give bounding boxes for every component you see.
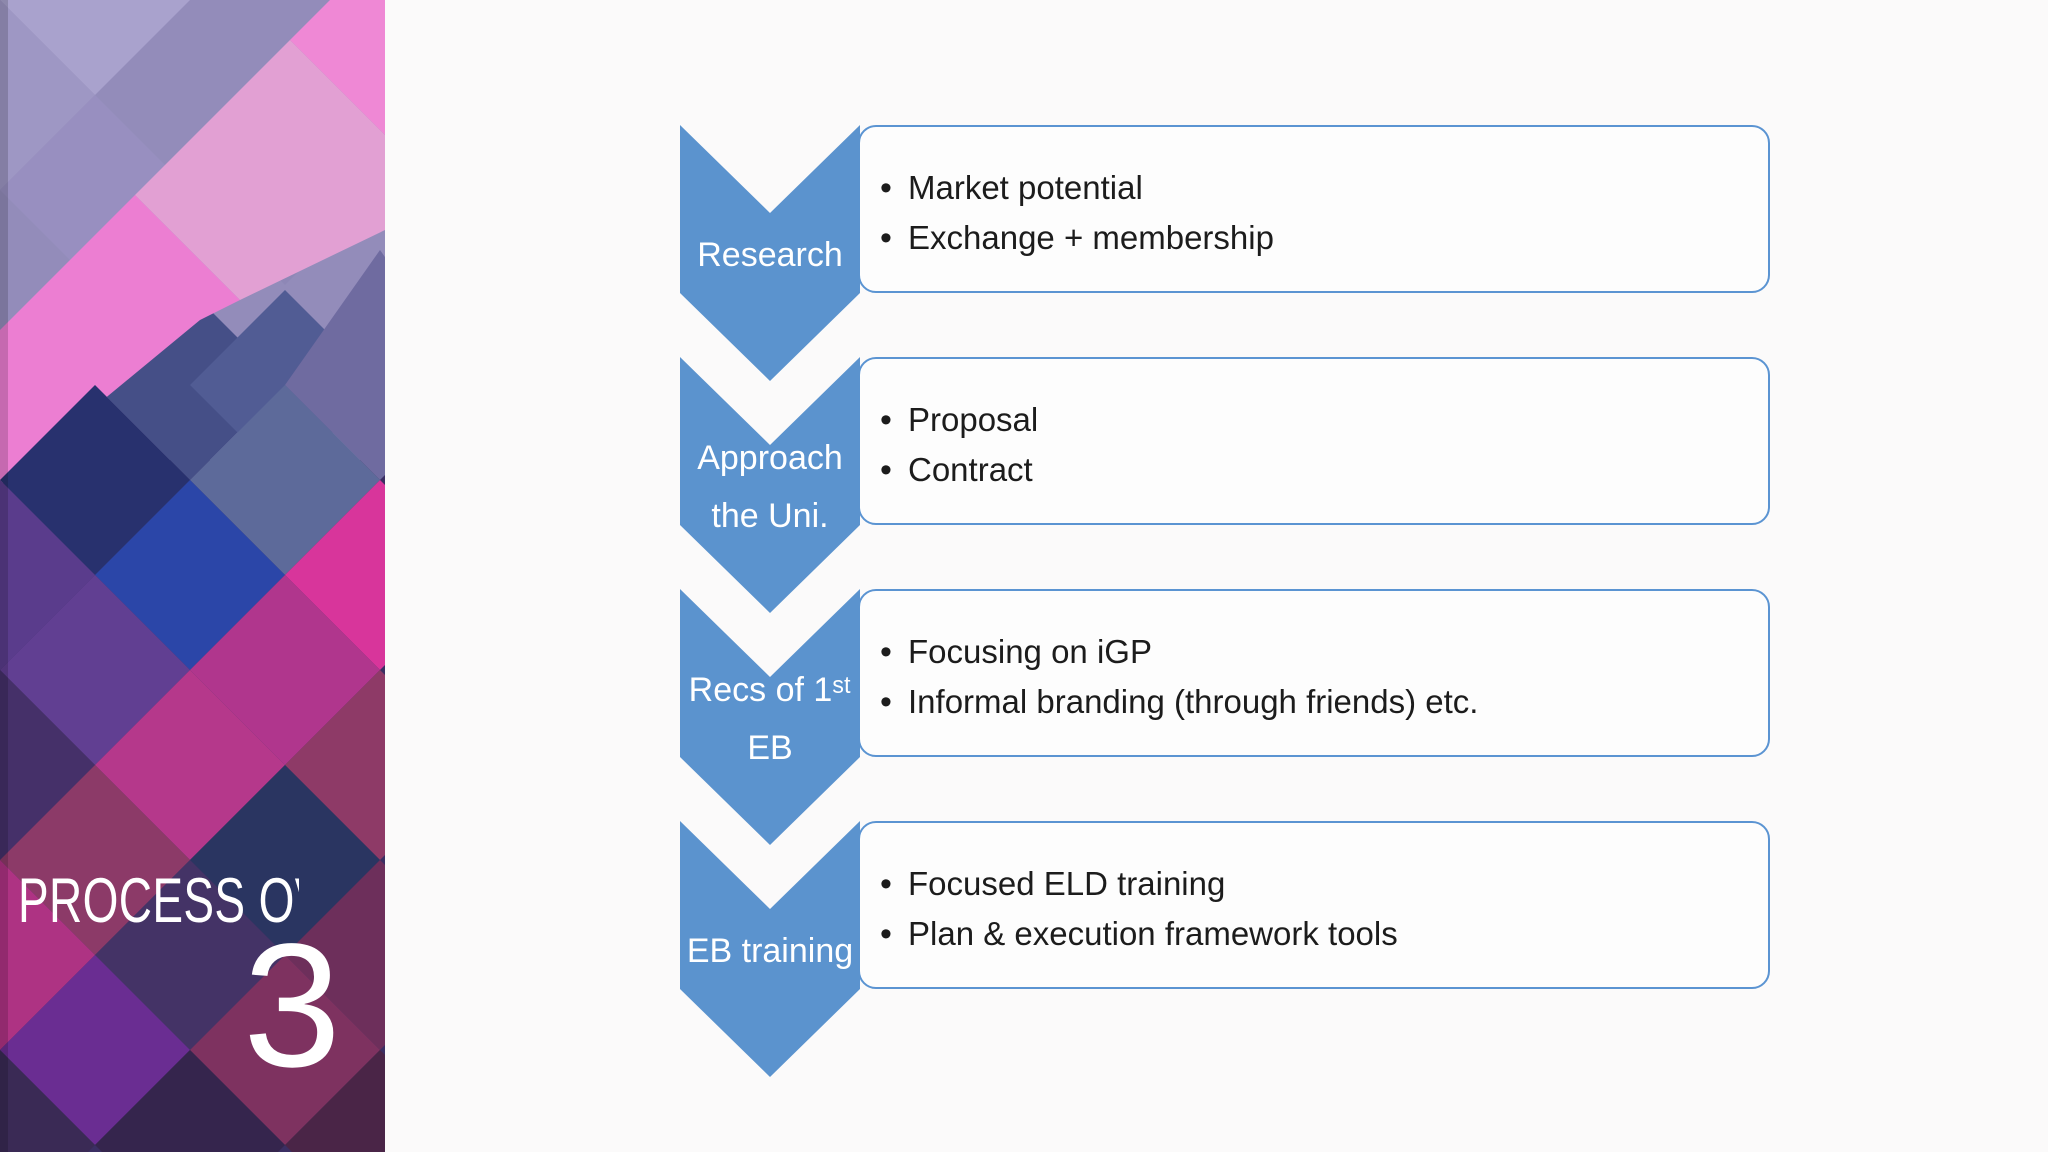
step-label: Approach the Uni. xyxy=(674,427,866,547)
chevron-arrow xyxy=(680,125,860,381)
step-label-line: Research xyxy=(697,236,843,274)
step-label-line: Recs of 1ˢᵗ xyxy=(688,671,852,709)
step-label-line: EB training xyxy=(686,932,854,970)
sidebar: PROCESS OVERVIEW 3 xyxy=(0,0,385,1152)
bullet-item: Contract xyxy=(880,445,1748,495)
bullet-item: Exchange + membership xyxy=(880,213,1748,263)
step-label-line: EB xyxy=(747,729,793,767)
bullet-list: Proposal Contract xyxy=(860,359,1768,495)
step-label-line: Approach xyxy=(697,439,843,477)
chevron-arrow xyxy=(680,589,860,845)
bullet-item: Market potential xyxy=(880,163,1748,213)
chevron-arrow xyxy=(680,357,860,613)
step-detail-box: Focusing on iGP Informal branding (throu… xyxy=(858,589,1770,757)
bullet-item: Focusing on iGP xyxy=(880,627,1748,677)
step-detail-box: Market potential Exchange + membership xyxy=(858,125,1770,293)
chevron-arrow xyxy=(680,821,860,1077)
bullet-item: Informal branding (through friends) etc. xyxy=(880,677,1748,727)
slide-number: 3 xyxy=(243,908,341,1104)
step-label: EB training xyxy=(674,891,866,1011)
bullet-list: Focusing on iGP Informal branding (throu… xyxy=(860,591,1768,727)
step-label: Recs of 1ˢᵗ EB xyxy=(674,659,866,779)
bullet-list: Market potential Exchange + membership xyxy=(860,127,1768,263)
sidebar-mosaic-background xyxy=(0,0,385,1152)
bullet-item: Focused ELD training xyxy=(880,859,1748,909)
slide-title: PROCESS OVERVIEW xyxy=(18,868,299,935)
bullet-item: Plan & execution framework tools xyxy=(880,909,1748,959)
bullet-item: Proposal xyxy=(880,395,1748,445)
step-label: Research xyxy=(674,195,866,315)
step-detail-box: Focused ELD training Plan & execution fr… xyxy=(858,821,1770,989)
step-label-line: the Uni. xyxy=(711,497,829,535)
bullet-list: Focused ELD training Plan & execution fr… xyxy=(860,823,1768,959)
step-detail-box: Proposal Contract xyxy=(858,357,1770,525)
